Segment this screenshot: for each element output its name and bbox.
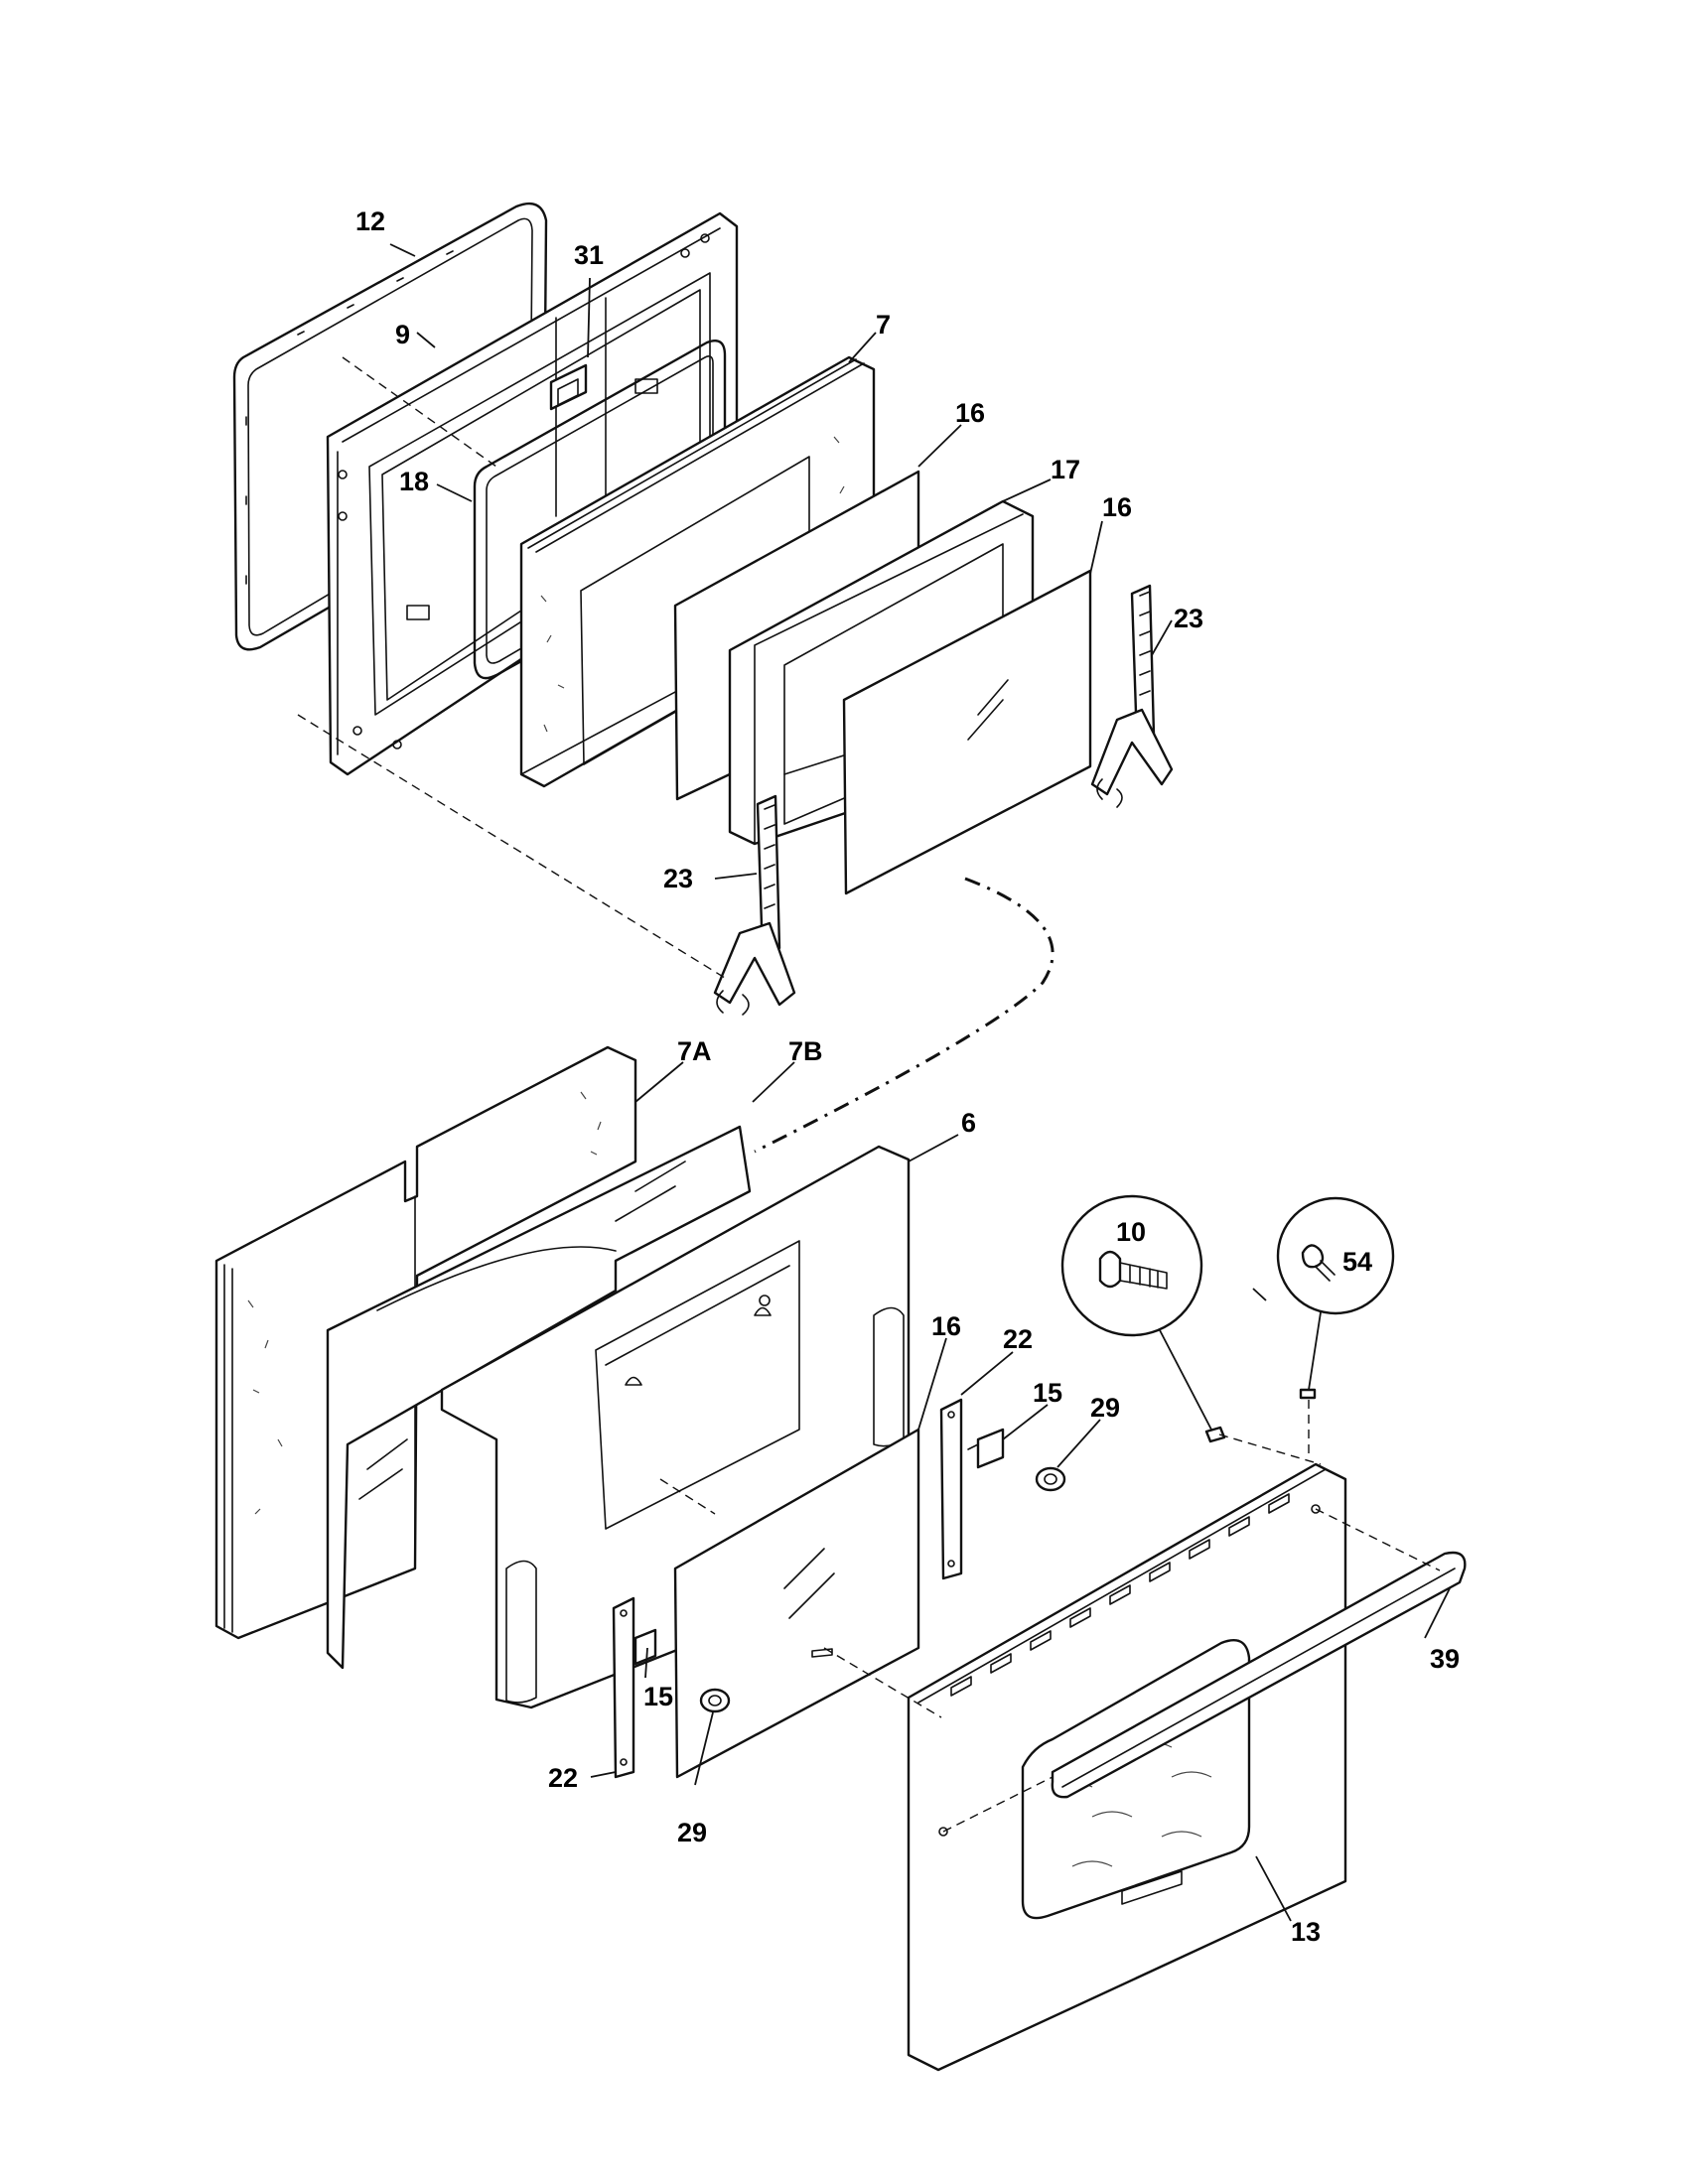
- alignment-line: [1218, 1433, 1322, 1465]
- callout-7B: 7B: [788, 1036, 823, 1066]
- bumper-part-29-right: [1035, 1466, 1066, 1492]
- callout-16: 16: [1102, 492, 1132, 522]
- glass-panel-part-16-lower: [673, 1428, 920, 1779]
- callout-31: 31: [574, 240, 604, 270]
- hinge-channel-part-22-right: [939, 1398, 963, 1580]
- hinge-part-23-right: [1090, 584, 1174, 808]
- callout-labels: 12 31 9 7 16 17 16 18 23 23 7A 7B 6 10 5…: [355, 206, 1460, 1947]
- door-liner-part-9: [326, 211, 739, 776]
- callout-10: 10: [1116, 1217, 1146, 1247]
- screw-detail-part-54: [1276, 1196, 1395, 1400]
- screw: [811, 1648, 833, 1658]
- callout-16: 16: [931, 1311, 961, 1341]
- callout-15: 15: [1033, 1378, 1062, 1408]
- callout-22: 22: [1003, 1324, 1033, 1354]
- hinge-channel-part-22-left: [612, 1596, 635, 1779]
- callout-16: 16: [955, 398, 985, 428]
- bumper-part-29-left: [699, 1688, 731, 1713]
- outer-door-part-13: [907, 1462, 1347, 2072]
- alignment-line: [297, 714, 726, 979]
- callout-29: 29: [677, 1818, 707, 1847]
- hinge-part-23-left: [713, 794, 796, 1016]
- alignment-line: [823, 1647, 942, 1718]
- callout-15: 15: [643, 1682, 673, 1711]
- glass-panel-part-16-upper-b: [842, 569, 1092, 895]
- clip-part-15-right: [967, 1428, 1005, 1469]
- callout-7: 7: [876, 310, 891, 340]
- door-handle-part-39: [1051, 1551, 1467, 1799]
- callout-17: 17: [1051, 455, 1080, 484]
- clip-part-15-left: [633, 1628, 657, 1666]
- leader-lines: [389, 243, 1451, 1922]
- callout-29: 29: [1090, 1393, 1120, 1423]
- glass-shield-part-7B: [326, 1125, 752, 1670]
- bracket-part-31: [549, 363, 588, 411]
- alignment-line: [1315, 1508, 1441, 1571]
- callout-39: 39: [1430, 1644, 1460, 1674]
- callout-23: 23: [1174, 604, 1203, 633]
- callout-13: 13: [1291, 1917, 1321, 1947]
- callout-22: 22: [548, 1763, 578, 1793]
- callout-6: 6: [961, 1108, 976, 1138]
- callout-18: 18: [399, 467, 429, 496]
- callout-12: 12: [355, 206, 385, 236]
- alignment-line: [942, 1776, 1054, 1833]
- screw-detail-part-10: [1060, 1194, 1226, 1443]
- callout-23: 23: [663, 864, 693, 893]
- alignment-line: [342, 356, 497, 468]
- callout-9: 9: [395, 320, 410, 349]
- callout-7A: 7A: [677, 1036, 712, 1066]
- callout-54: 54: [1342, 1247, 1372, 1277]
- assembly-connector-line: [754, 877, 1055, 1154]
